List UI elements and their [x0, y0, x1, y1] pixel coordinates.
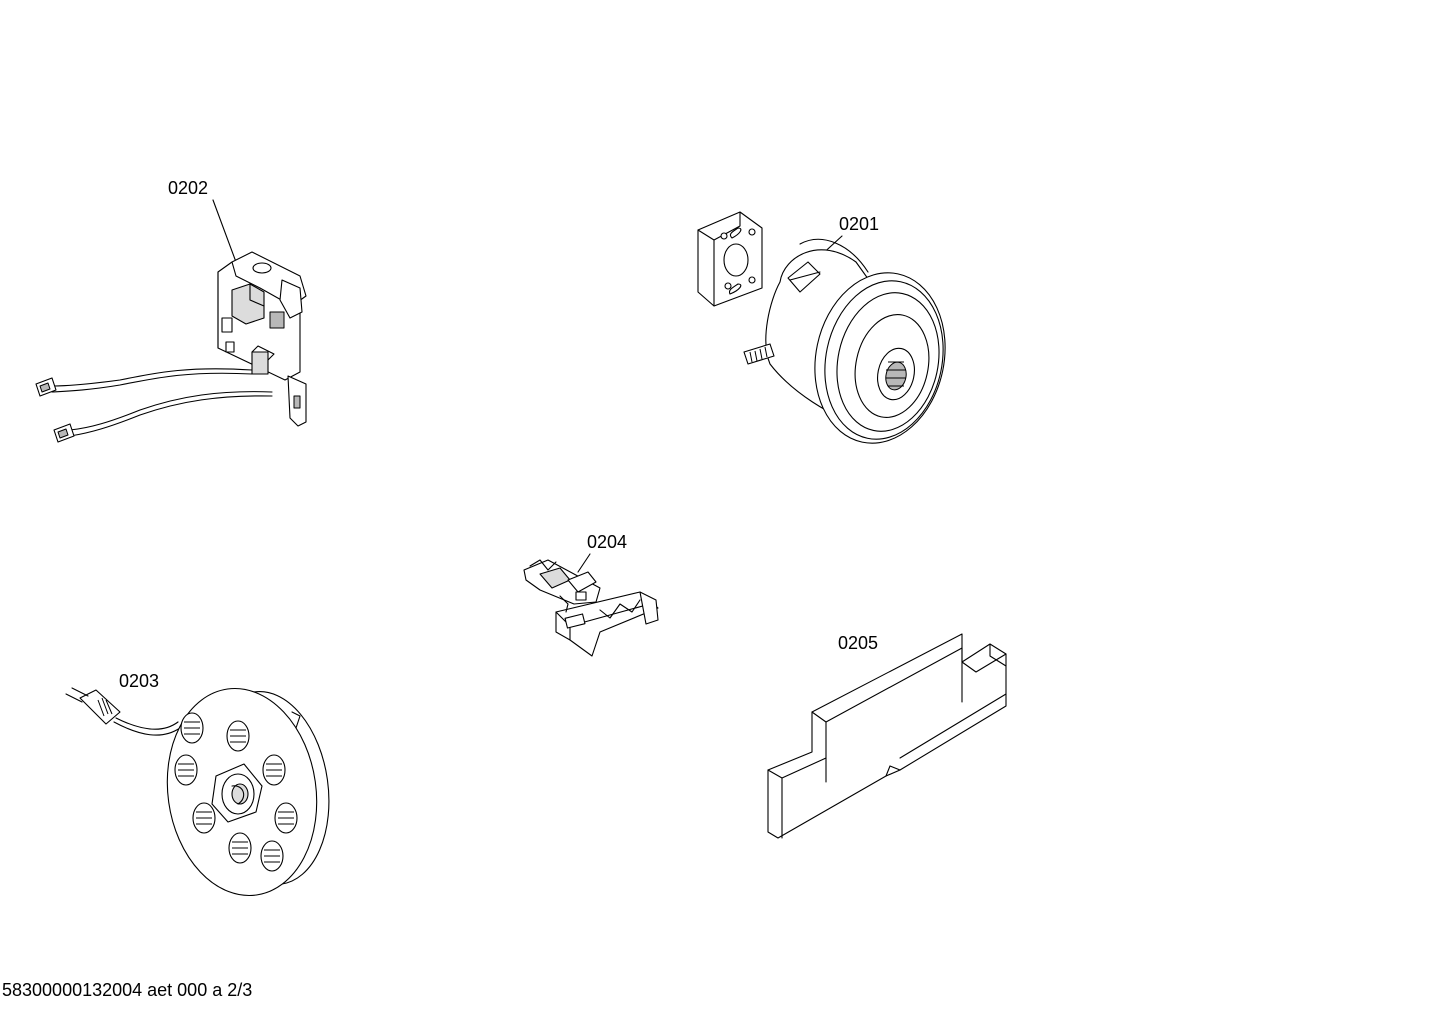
- part-label-0201: 0201: [839, 214, 879, 234]
- part-label-0202: 0202: [168, 178, 208, 198]
- cable-reel-icon: [65, 687, 330, 897]
- electronic-board-icon: [35, 251, 307, 443]
- part-0202[interactable]: 0202: [35, 178, 307, 443]
- part-0204[interactable]: 0204: [523, 532, 659, 657]
- part-0201[interactable]: 0201: [697, 211, 960, 455]
- reel-holes: [174, 712, 298, 872]
- vacuum-motor-icon: [697, 211, 946, 444]
- drawing-reference-number: 58300000132004 aet 000 a 2/3: [2, 980, 253, 1000]
- leader-line-0202: [212, 199, 237, 263]
- part-label-0205: 0205: [838, 633, 878, 653]
- leader-line-0204: [577, 553, 591, 573]
- foam-filter-icon: [767, 633, 1007, 839]
- part-0205[interactable]: 0205: [767, 633, 1007, 839]
- part-label-0204: 0204: [587, 532, 627, 552]
- part-0203[interactable]: 0203: [65, 671, 341, 905]
- switch-holder-icon: [523, 559, 659, 657]
- part-label-0203: 0203: [119, 671, 159, 691]
